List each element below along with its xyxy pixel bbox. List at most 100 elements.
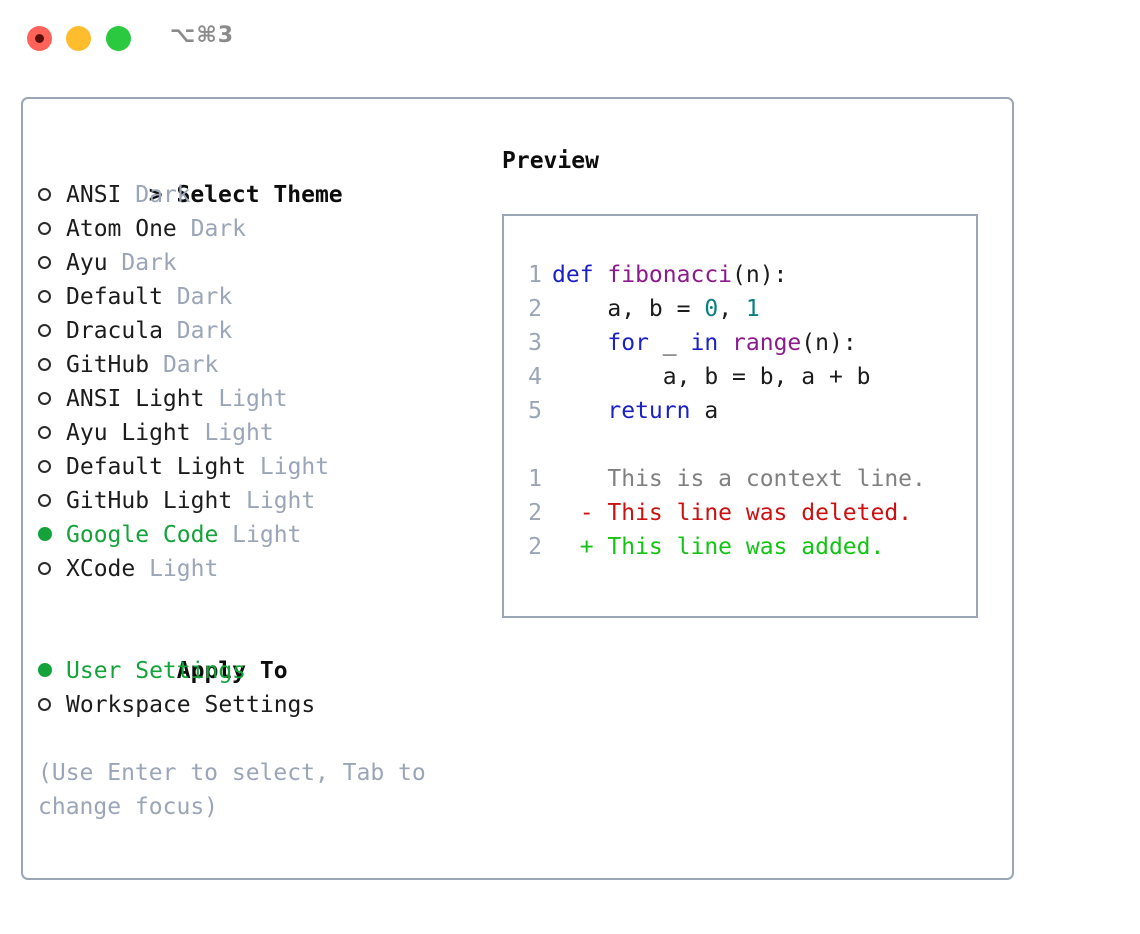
bullet-shape: [38, 256, 51, 269]
theme-variant-tag: Light: [218, 386, 288, 412]
theme-option-github-light[interactable]: GitHub Light Light: [38, 484, 488, 518]
code-token: range: [732, 330, 802, 356]
code-line: 4 a, b = b, a + b: [516, 360, 926, 394]
diff-line: 1 This is a context line.: [516, 462, 926, 496]
line-number: 1: [528, 262, 542, 288]
line-number: 2: [528, 296, 542, 322]
theme-option-label: Google Code: [66, 522, 233, 548]
line-number: 4: [528, 364, 542, 390]
apply-to-heading: Apply To: [38, 620, 488, 684]
radio-unselected-icon: [38, 314, 66, 348]
theme-option-label: Dracula: [66, 318, 177, 344]
diff-line: 2 + This line was added.: [516, 530, 926, 564]
theme-variant-tag: Dark: [190, 216, 247, 242]
bullet-shape: [38, 698, 51, 711]
diff-line-text: This is a context line.: [552, 466, 926, 492]
bullet-shape: [38, 460, 51, 473]
theme-option-default-light[interactable]: Default Light Light: [38, 450, 488, 484]
diff-content: This line was added.: [593, 534, 885, 560]
list-spacer: [38, 586, 488, 620]
radio-selected-icon: [38, 518, 66, 552]
theme-option-label: ANSI Light: [66, 386, 219, 412]
theme-option-ayu-light[interactable]: Ayu Light Light: [38, 416, 488, 450]
bullet-shape: [38, 663, 52, 677]
radio-unselected-icon: [38, 552, 66, 586]
bullet-shape: [38, 562, 51, 575]
theme-variant-tag: Dark: [176, 284, 233, 310]
code-line-text: for _ in range(n):: [552, 330, 857, 356]
radio-unselected-icon: [38, 212, 66, 246]
select-theme-heading-label: Select Theme: [176, 182, 343, 208]
code-token: 0: [704, 296, 719, 322]
theme-option-xcode[interactable]: XCode Light: [38, 552, 488, 586]
bullet-shape: [38, 324, 51, 337]
maximize-window-button[interactable]: [106, 26, 131, 51]
radio-unselected-icon: [38, 246, 66, 280]
theme-option-ayu[interactable]: Ayu Dark: [38, 246, 488, 280]
code-line-text: a, b = 0, 1: [552, 296, 760, 322]
code-token: 1: [745, 296, 760, 322]
code-token: (n):: [801, 330, 857, 356]
theme-variant-tag: Light: [204, 420, 274, 446]
theme-variant-tag: Dark: [121, 250, 177, 276]
theme-option-atom-one[interactable]: Atom One Dark: [38, 212, 488, 246]
theme-option-default[interactable]: Default Dark: [38, 280, 488, 314]
theme-option-ansi[interactable]: ANSI Dark: [38, 178, 488, 212]
diff-content: This is a context line.: [593, 466, 926, 492]
theme-variant-tag: Light: [259, 454, 330, 480]
keyboard-hint-text: (Use Enter to select, Tab to change focu…: [38, 760, 426, 820]
radio-unselected-icon: [38, 484, 66, 518]
line-number: 3: [528, 330, 542, 356]
code-token: [552, 330, 607, 356]
code-token: a: [690, 398, 719, 424]
radio-unselected-icon: [38, 382, 66, 416]
bullet-shape: [38, 290, 51, 303]
code-line-text: a, b = b, a + b: [552, 364, 871, 390]
theme-option-google-code[interactable]: Google Code Light: [38, 518, 488, 552]
radio-unselected-icon: [38, 280, 66, 314]
diff-marker: +: [552, 534, 594, 560]
code-token: ,: [718, 296, 746, 322]
bullet-shape: [38, 358, 51, 371]
radio-unselected-icon: [38, 450, 66, 484]
code-token: for: [607, 330, 649, 356]
line-number: 5: [528, 398, 542, 424]
theme-option-label: Default: [66, 284, 177, 310]
prompt-caret: >: [148, 182, 177, 208]
line-number: 2: [528, 534, 542, 560]
code-token: [718, 330, 732, 356]
theme-option-github[interactable]: GitHub Dark: [38, 348, 488, 382]
code-diff-separator: [516, 428, 926, 462]
diff-line-text: - This line was deleted.: [552, 500, 912, 526]
diff-content: This line was deleted.: [593, 500, 913, 526]
theme-option-label: Ayu: [66, 250, 122, 276]
bullet-shape: [38, 494, 51, 507]
code-line: 2 a, b = 0, 1: [516, 292, 926, 326]
theme-option-dracula[interactable]: Dracula Dark: [38, 314, 488, 348]
bullet-shape: [38, 527, 52, 541]
theme-option-ansi-light[interactable]: ANSI Light Light: [38, 382, 488, 416]
theme-option-label: Ayu Light: [66, 420, 205, 446]
apply-to-option-user-settings[interactable]: User Settings: [38, 654, 488, 688]
code-token: fibonacci: [607, 262, 733, 288]
theme-variant-tag: Light: [246, 488, 316, 514]
code-token: def: [552, 262, 608, 288]
apply-to-option-workspace-settings[interactable]: Workspace Settings: [38, 688, 488, 722]
diff-marker: -: [552, 500, 594, 526]
theme-option-label: XCode: [66, 556, 150, 582]
theme-variant-tag: Dark: [176, 318, 233, 344]
code-line-text: def fibonacci(n):: [552, 262, 787, 288]
minimize-window-button[interactable]: [66, 26, 91, 51]
title-bar: ⌥⌘3: [0, 0, 1140, 78]
line-number: 2: [528, 500, 542, 526]
code-line-text: return a: [552, 398, 718, 424]
theme-option-label: GitHub Light: [66, 488, 247, 514]
bullet-shape: [38, 222, 51, 235]
close-window-button[interactable]: [27, 26, 52, 51]
code-token: [552, 398, 607, 424]
